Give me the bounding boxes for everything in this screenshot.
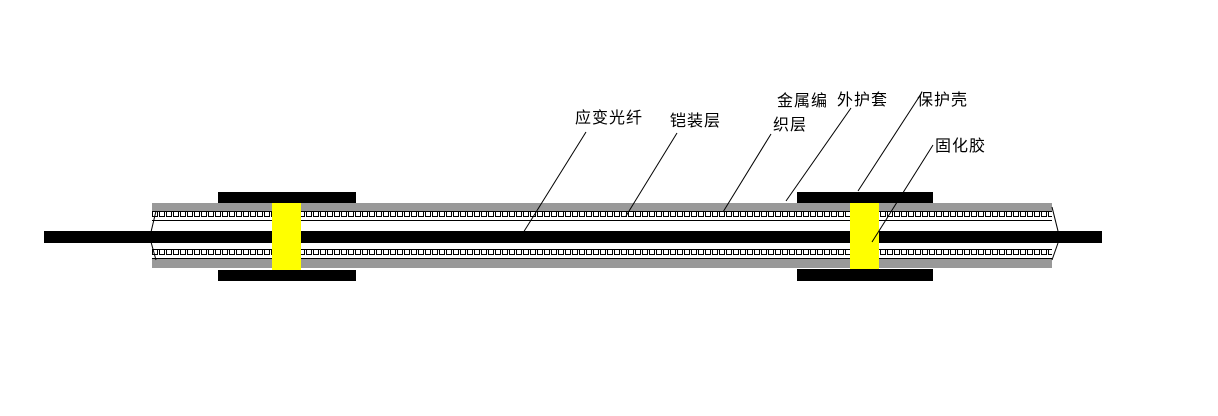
protective-shell-bottom-right-bar — [797, 269, 933, 281]
label-curing-adhesive: 固化胶 — [935, 136, 987, 155]
curing-adhesive-left-block — [272, 203, 301, 270]
label-metal-braid-line2: 织层 — [773, 115, 808, 134]
label-strain-fiber: 应变光纤 — [575, 108, 644, 127]
protective-shell-bottom-left-bar — [218, 270, 356, 281]
outer-sheath-top-band — [152, 203, 1052, 211]
metal-braid-bottom-band — [152, 249, 1052, 259]
cable-right-bottom-cap — [1051, 242, 1059, 261]
label-metal-braid-line1: 金属编 — [777, 91, 829, 110]
label-armor-layer: 铠装层 — [670, 111, 722, 130]
leader-line-metal-braid — [722, 133, 772, 213]
label-protective-shell: 保护壳 — [917, 90, 969, 109]
protective-shell-top-right-bar — [797, 192, 933, 203]
label-outer-sheath: 外护套 — [837, 90, 889, 109]
outer-sheath-bottom-band — [152, 259, 1052, 268]
curing-adhesive-right-block — [850, 203, 879, 270]
metal-braid-top-band — [152, 211, 1052, 221]
strain-fiber-core — [44, 231, 1102, 243]
cable-right-top-cap — [1051, 206, 1059, 232]
protective-shell-top-left-bar — [218, 192, 356, 203]
